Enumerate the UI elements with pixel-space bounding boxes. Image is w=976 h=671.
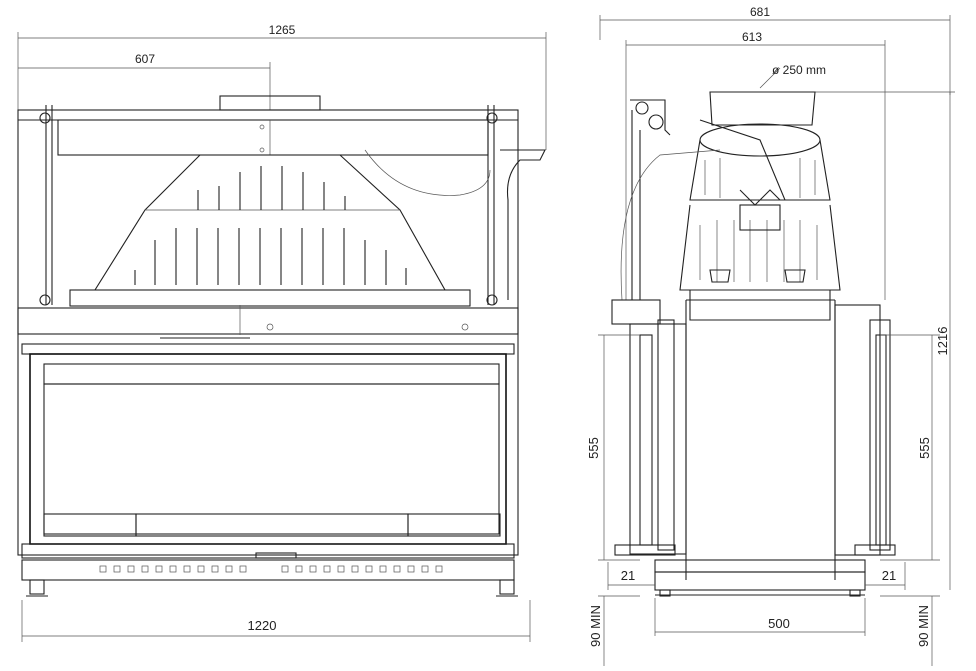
dimension-681: 681 <box>599 5 951 95</box>
front-hood <box>69 154 471 307</box>
side-view: 681 613 ø 250 mm 1216 <box>586 5 955 666</box>
dimension-1220: 1220 <box>21 600 531 642</box>
front-brick-left <box>43 513 137 537</box>
front-door-frame <box>29 353 507 545</box>
front-door-lintel <box>43 363 500 385</box>
flue-diameter-label: ø 250 mm <box>772 63 826 77</box>
front-air-vent-strip <box>21 559 515 581</box>
dim-label-21-right: 21 <box>882 568 896 583</box>
dim-label-21-left: 21 <box>621 568 635 583</box>
dim-label-555-right: 555 <box>917 437 932 459</box>
front-mid-band <box>17 307 519 335</box>
dim-label-555-left: 555 <box>586 437 601 459</box>
front-vent-holes <box>99 565 443 573</box>
dim-label-681: 681 <box>750 5 770 19</box>
dim-label-1220: 1220 <box>248 618 277 633</box>
front-pulley-bracket <box>500 149 546 300</box>
dimension-500: 500 <box>654 598 866 636</box>
dimension-613: 613 <box>625 30 886 300</box>
front-right-chain <box>486 105 498 306</box>
dimension-21-left: 21 <box>607 562 655 590</box>
dim-label-500: 500 <box>768 616 790 631</box>
dim-label-90-min-left: 90 MIN <box>588 605 603 647</box>
dim-label-1216: 1216 <box>935 327 950 356</box>
front-door-top-rail <box>21 343 515 355</box>
dim-label-90-min-right: 90 MIN <box>916 605 931 647</box>
dim-label-613: 613 <box>742 30 762 44</box>
front-brick-middle <box>135 513 409 537</box>
front-bottom-rail <box>21 543 515 559</box>
front-top-beam <box>57 119 489 156</box>
front-glass-panel <box>43 383 500 535</box>
dimension-90-min-right: 90 MIN <box>880 595 940 666</box>
dimension-555-left: 555 <box>586 334 640 561</box>
side-flue-collar <box>679 91 841 321</box>
front-foot-left <box>29 579 45 595</box>
dimension-21-right: 21 <box>865 562 906 590</box>
dimension-1216: 1216 <box>815 91 955 590</box>
front-brick-right <box>407 513 501 537</box>
front-left-chain <box>39 105 53 306</box>
side-lift-arm <box>620 99 786 301</box>
dimension-555-right: 555 <box>880 334 940 561</box>
flue-diameter-callout: ø 250 mm <box>759 63 826 89</box>
dim-label-1265: 1265 <box>269 23 296 37</box>
dim-label-607: 607 <box>135 52 155 66</box>
dimension-1265: 1265 <box>17 23 547 150</box>
dimension-607: 607 <box>18 52 271 110</box>
front-view: 1265 607 <box>17 23 547 642</box>
dimension-90-min-left: 90 MIN <box>588 595 640 666</box>
front-outer-frame <box>17 109 519 556</box>
front-foot-right <box>499 579 515 595</box>
side-body <box>611 299 896 597</box>
